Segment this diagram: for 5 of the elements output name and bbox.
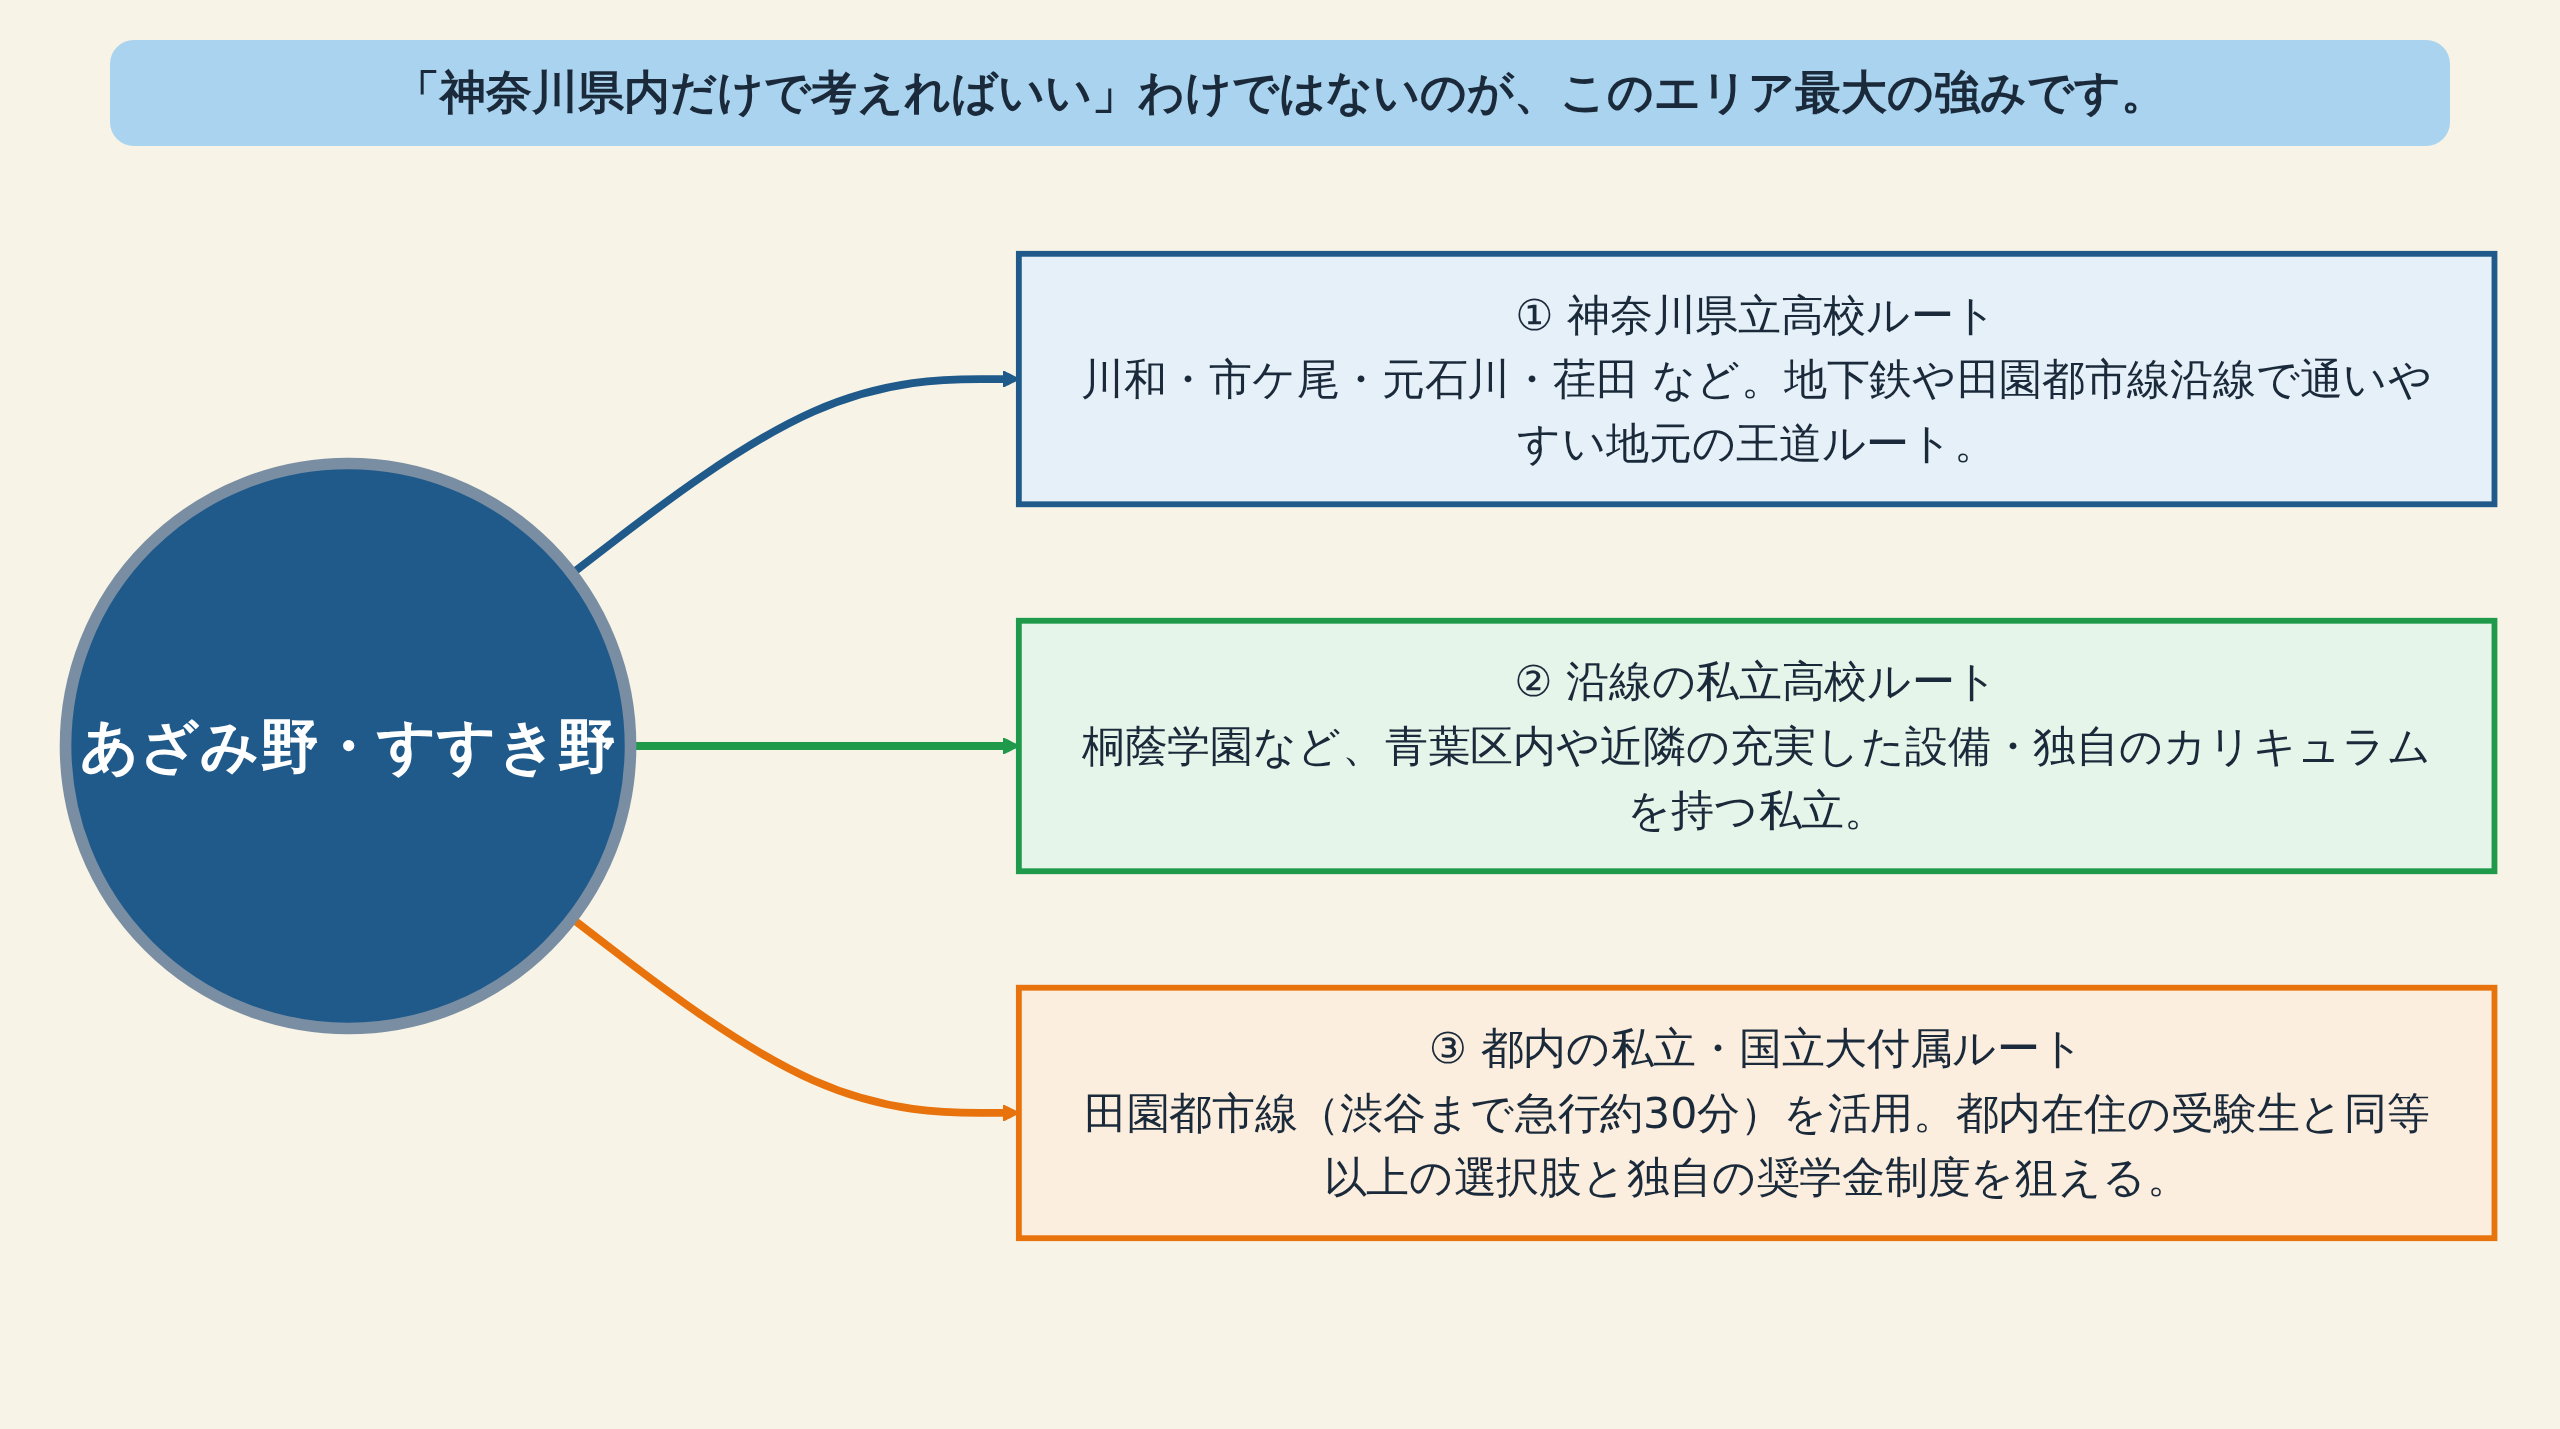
node-box: ① 神奈川県立高校ルート 川和・市ケ尾・元石川・荏田 など。地下鉄や田園都市線沿線で通いやすい地元の王道ルート。 [1015,250,2498,508]
node-box: ② 沿線の私立高校ルート 桐蔭学園など、青葉区内や近隣の充実した設備・独自のカリキュラムを持つ私立。 [1015,617,2498,875]
node-circle: あざみ野・すすき野 [59,457,637,1035]
title-banner: 「神奈川県内だけで考えればいい」わけではないのが、このエリア最大の強みです。 [110,40,2450,146]
node-box: ③ 都内の私立・国立大付属ルート 田園都市線（渋谷まで急行約30分）を活用。都内在住の受験生と同等以上の選択肢と独自の奨学金制度を狙える。 [1015,984,2498,1242]
